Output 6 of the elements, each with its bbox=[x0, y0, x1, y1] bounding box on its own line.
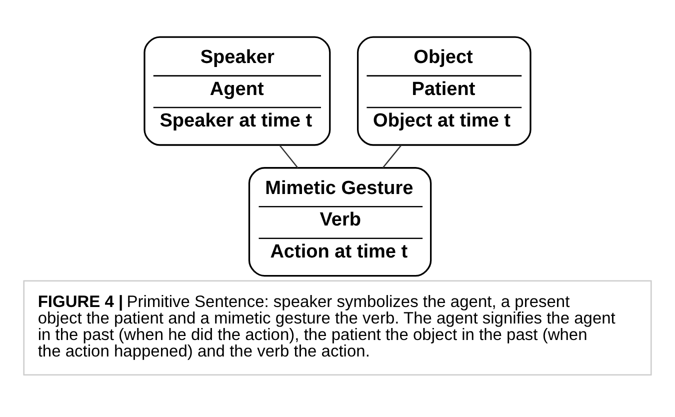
connector bbox=[279, 144, 298, 168]
node-box: Speaker Agent Speaker at time t bbox=[144, 36, 331, 146]
node-box: Mimetic Gesture Verb Action at time t bbox=[248, 167, 432, 277]
node-box: Object Patient Object at time t bbox=[357, 36, 532, 146]
connector bbox=[382, 144, 402, 168]
caption: FIGURE 4 | Primitive Sentence: speaker symbolizes the agent, a present object the patient and a mimetic gesture the verb. The agent signifies the agent in the past (when he did the action), the patient the object in the past (when the action happened) and the verb the action. bbox=[38, 292, 616, 360]
